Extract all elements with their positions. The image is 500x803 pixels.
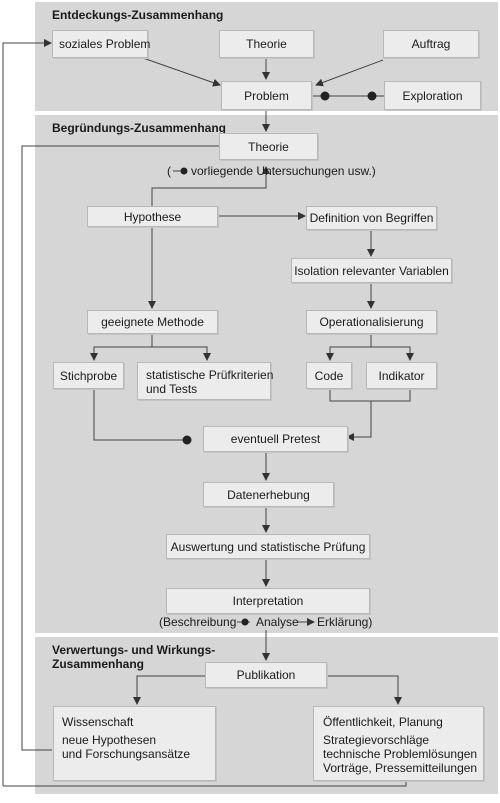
note-prior-studies-open: ( (167, 164, 171, 178)
node-isolation: Isolation relevanter Variablen (291, 258, 452, 283)
node-exploration: Exploration (384, 81, 481, 110)
node-definition: Definition von Begriffen (306, 206, 437, 230)
note-description: (Beschreibung (159, 615, 237, 629)
node-science: Wissenschaft neue Hypothesen und Forschu… (53, 706, 216, 781)
node-sample: Stichprobe (53, 362, 124, 389)
section-title-utilization-2: Zusammenhang (52, 657, 145, 671)
node-code: Code (306, 362, 352, 389)
node-operationalization: Operationalisierung (306, 310, 437, 334)
node-pretest: eventuell Pretest (203, 426, 348, 452)
node-criteria-line1: statistische Prüfkriterien (146, 368, 274, 382)
node-problem: Problem (221, 81, 312, 110)
node-science-line1: neue Hypothesen (62, 733, 157, 747)
node-evaluation: Auswertung und statistische Prüfung (166, 534, 370, 559)
node-science-title: Wissenschaft (62, 715, 134, 729)
node-criteria: statistische Prüfkriterien und Tests (137, 362, 274, 400)
node-theory-top: Theorie (219, 30, 314, 58)
node-public-line1: Strategievorschläge (323, 733, 430, 747)
node-assignment: Auftrag (383, 30, 479, 58)
node-public-line2: technische Problemlösungen (323, 747, 478, 761)
node-public-line3: Vorträge, Pressemitteilungen (323, 761, 478, 775)
section-title-utilization-1: Verwertungs- und Wirkungs- (52, 643, 216, 657)
note-analysis: Analyse (256, 615, 299, 629)
note-prior-studies: vorliegende Untersuchungen usw.) (191, 164, 376, 178)
node-interpretation: Interpretation (166, 588, 370, 614)
node-criteria-line2: und Tests (146, 382, 198, 396)
node-publication: Publikation (205, 662, 327, 688)
node-method: geeignete Methode (87, 310, 218, 334)
section-title-justification: Begründungs-Zusammenhang (52, 121, 227, 135)
node-theory: Theorie (219, 133, 318, 160)
node-public: Öffentlichkeit, Planung Strategievorschl… (313, 706, 484, 781)
node-data-collection: Datenerhebung (203, 482, 334, 507)
node-indicator: Indikator (366, 362, 437, 389)
node-hypothesis: Hypothese (87, 206, 218, 227)
node-public-title: Öffentlichkeit, Planung (323, 715, 443, 729)
note-explanation: Erklärung) (317, 615, 373, 629)
node-social-problem: soziales Problem (52, 30, 150, 58)
section-title-discovery: Entdeckungs-Zusammenhang (52, 8, 224, 22)
node-science-line2: und Forschungsansätze (62, 747, 191, 761)
